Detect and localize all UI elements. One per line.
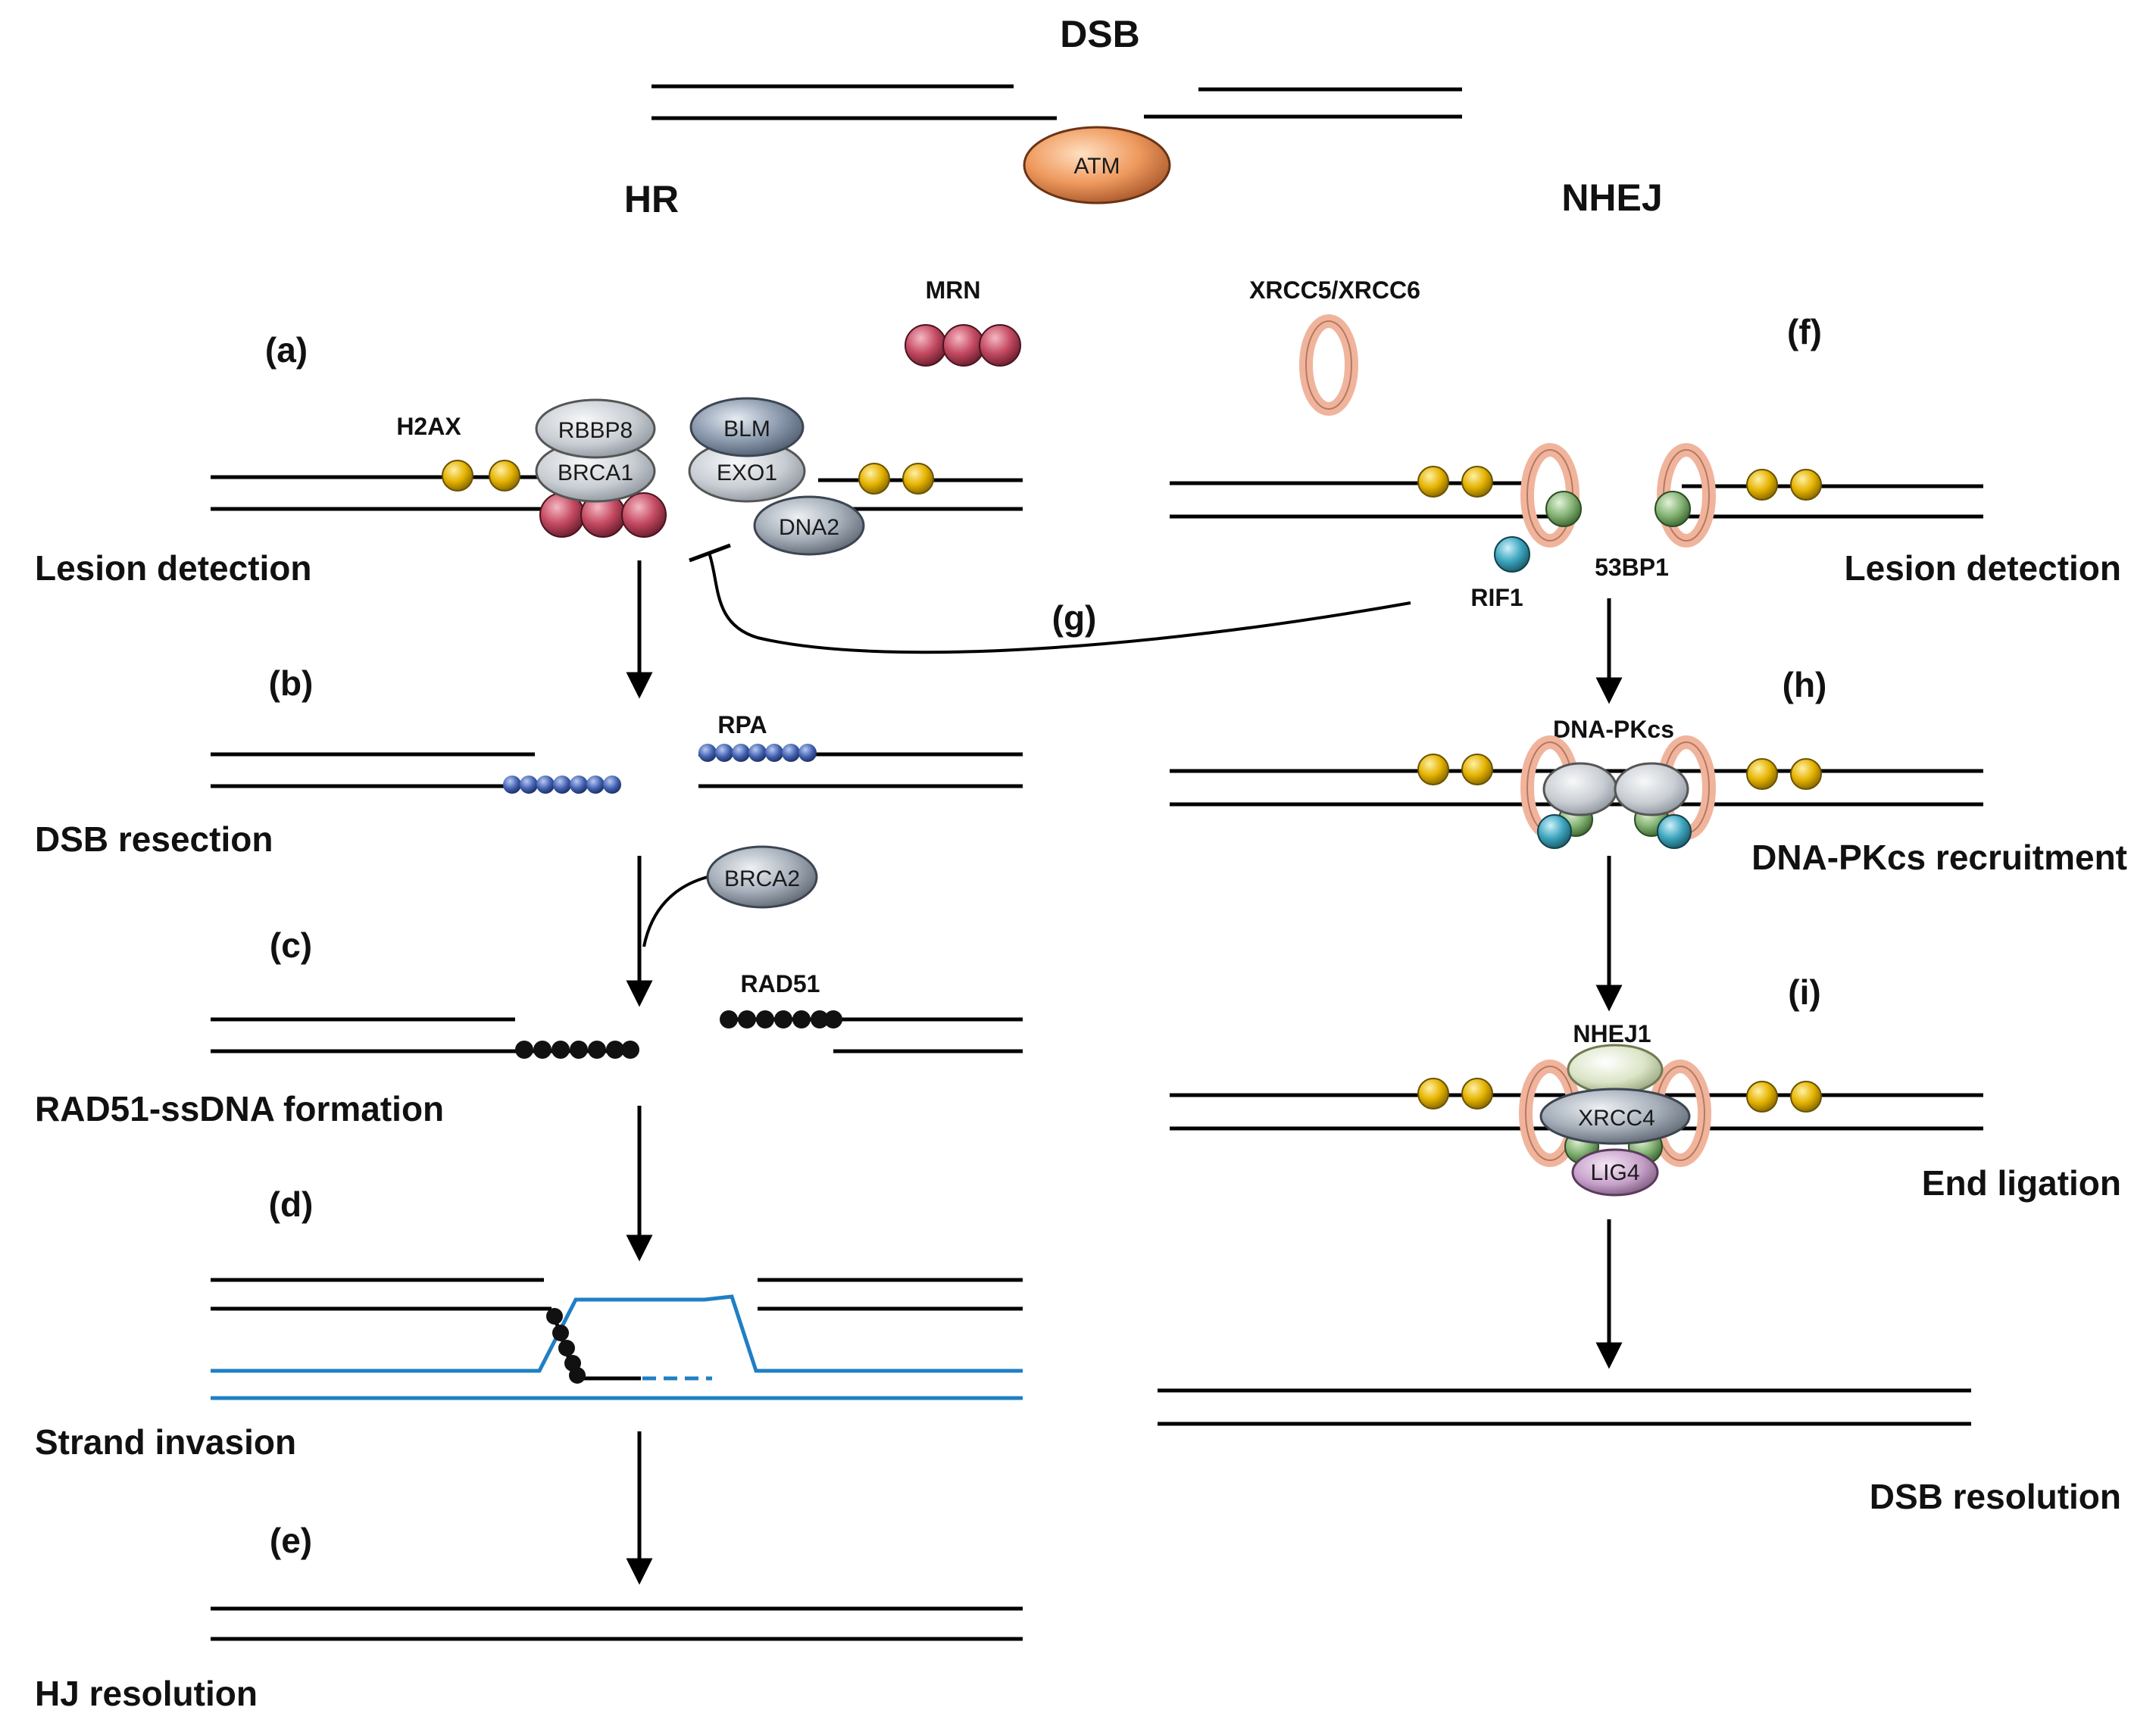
dnapkcs-complex	[1542, 762, 1689, 816]
rad51-formation-label: RAD51-ssDNA formation	[35, 1089, 444, 1128]
hj-resolution-label: HJ resolution	[35, 1674, 258, 1713]
dsb-resolution-label: DSB resolution	[1870, 1477, 2121, 1516]
inhibition-bar	[689, 543, 731, 563]
rbbp8-label: RBBP8	[558, 418, 633, 443]
step-a-label: (a)	[265, 330, 308, 370]
invading-strand-rad51	[546, 1308, 586, 1384]
step-i-label: (i)	[1788, 972, 1820, 1012]
hr-heading: HR	[624, 178, 679, 220]
dsb-resection-label: DSB resection	[35, 819, 273, 859]
h2ax-phospho-left	[442, 460, 520, 492]
brca2-connector	[642, 875, 708, 947]
h2ax-i-left	[1417, 1078, 1493, 1110]
rif1-protein	[1494, 536, 1530, 573]
brca2-label: BRCA2	[724, 866, 800, 891]
hr-d-template-dna	[211, 1294, 1023, 1400]
nhej1-label: NHEJ1	[1573, 1020, 1651, 1047]
rif1-label: RIF1	[1470, 584, 1523, 611]
hr-e-dna	[211, 1606, 1023, 1641]
mrn-label: MRN	[926, 276, 981, 304]
h2ax-phospho-right	[858, 463, 934, 495]
xrcc4-protein: XRCC4	[1539, 1088, 1691, 1145]
h2ax-h-left	[1417, 754, 1493, 785]
brca2-protein: BRCA2	[706, 845, 818, 909]
mrn-complex-free	[905, 324, 1021, 367]
rad51-beads-right	[720, 1010, 842, 1028]
rbbp8-protein: RBBP8	[535, 398, 656, 459]
rad51-label: RAD51	[741, 970, 820, 997]
step-e-label: (e)	[270, 1521, 312, 1560]
h2ax-h-right	[1746, 758, 1822, 790]
dna2-label: DNA2	[779, 515, 839, 540]
bp53-label: 53BP1	[1595, 554, 1669, 581]
nhej-heading: NHEJ	[1561, 176, 1662, 219]
hr-d-broken-dna	[211, 1278, 1023, 1381]
brca1-label: BRCA1	[558, 460, 633, 485]
top-dsb-dna	[651, 84, 1462, 120]
dnapkcs-label: DNA-PKcs	[1553, 716, 1674, 743]
blm-label: BLM	[723, 417, 770, 442]
rpa-beads-right	[698, 744, 817, 762]
step-d-label: (d)	[269, 1184, 314, 1224]
bp53-right	[1654, 491, 1691, 527]
hr-lesion-detection-label: Lesion detection	[35, 548, 311, 588]
mrn-complex-bound	[539, 492, 667, 538]
end-ligation-label: End ligation	[1922, 1163, 2121, 1203]
h2ax-f-right	[1746, 469, 1822, 501]
h2ax-i-right	[1746, 1081, 1822, 1113]
lig4-label: LIG4	[1590, 1160, 1639, 1185]
rpa-beads-left	[503, 776, 621, 794]
brca1-protein: BRCA1	[535, 439, 656, 503]
bp53-left	[1545, 491, 1582, 527]
inhibition-curve-g	[708, 552, 1411, 654]
rad51-beads-left	[515, 1041, 639, 1059]
step-c-label: (c)	[270, 925, 312, 965]
nhej1-protein	[1567, 1044, 1664, 1095]
xrcc4-label: XRCC4	[1578, 1106, 1655, 1131]
h2ax-f-left	[1417, 466, 1493, 498]
h2ax-label: H2AX	[396, 413, 461, 440]
strand-invasion-label: Strand invasion	[35, 1422, 296, 1462]
step-g-label: (g)	[1052, 598, 1097, 638]
nhej-lesion-detection-label: Lesion detection	[1845, 548, 2121, 588]
step-b-label: (b)	[269, 663, 314, 703]
blm-protein: BLM	[689, 397, 805, 457]
diagram-title: DSB	[1060, 13, 1140, 55]
rpa-label: RPA	[717, 711, 767, 738]
exo1-protein: EXO1	[688, 439, 806, 503]
atm-protein: ATM	[1023, 126, 1171, 204]
step-h-label: (h)	[1783, 665, 1827, 704]
exo1-label: EXO1	[717, 460, 777, 485]
ku-ring-free	[1299, 314, 1358, 416]
dnapkcs-recruitment-label: DNA-PKcs recruitment	[1751, 838, 2127, 877]
nhej-resolved-dna	[1158, 1388, 1971, 1426]
xrcc5-xrcc6-label: XRCC5/XRCC6	[1249, 276, 1420, 304]
atm-label: ATM	[1073, 154, 1120, 179]
step-f-label: (f)	[1787, 312, 1822, 351]
dna2-protein: DNA2	[753, 495, 865, 556]
lig4-protein: LIG4	[1571, 1148, 1659, 1197]
